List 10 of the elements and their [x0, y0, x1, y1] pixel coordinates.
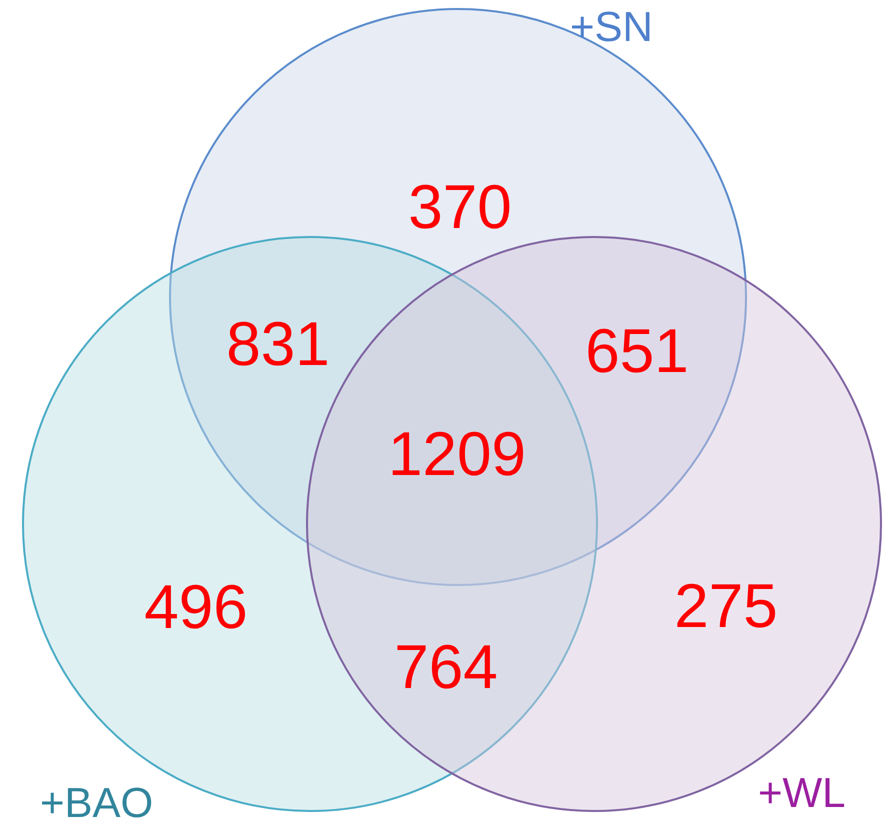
region-count: 651	[585, 321, 689, 383]
region-count: 370	[408, 177, 512, 239]
region-count: 496	[144, 577, 248, 639]
set-label: +SN	[570, 6, 653, 48]
region-count: 275	[674, 576, 778, 638]
region-count: 831	[226, 314, 330, 376]
region-count: 764	[394, 637, 498, 699]
set-label: +WL	[758, 772, 846, 814]
set-label: +BAO	[40, 782, 154, 824]
region-count: 1209	[388, 424, 526, 486]
